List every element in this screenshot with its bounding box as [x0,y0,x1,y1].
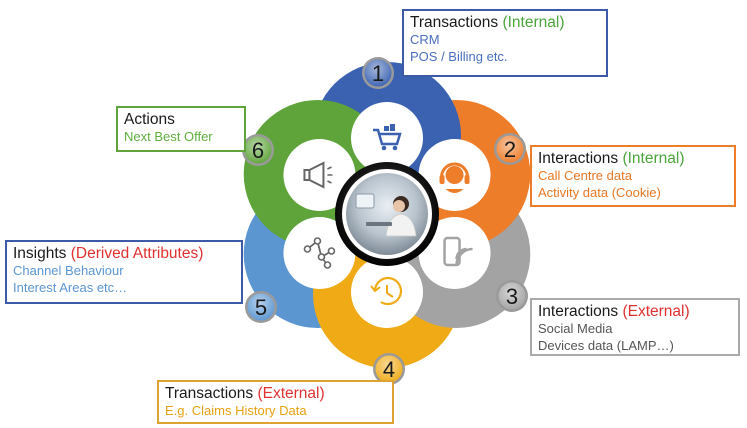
callout-interactions-internal: Interactions (Internal) Call Centre data… [530,145,736,207]
callout-line: E.g. Claims History Data [165,403,307,419]
callout-line: Interest Areas etc… [13,279,128,295]
callout-line: Call Centre data [538,168,632,184]
callout-interactions-external: Interactions (External) Social Media Dev… [530,298,740,356]
number-badge-2: 2 [494,133,526,165]
network-nodes-icon [303,237,336,269]
badge-number: 4 [383,357,395,382]
badge-number: 2 [504,137,516,162]
callout-line: Next Best Offer [124,129,213,145]
callout-line: CRM [410,32,440,48]
mobile-wifi-icon [443,236,473,267]
number-badge-5: 5 [245,291,277,323]
badge-number: 5 [255,295,267,320]
number-badge-3: 3 [496,280,528,312]
megaphone-icon [303,161,333,189]
callout-title: Actions [124,111,175,128]
shopping-cart-icon [373,124,402,151]
callout-title: Interactions (Internal) [538,150,685,167]
badge-number: 1 [372,61,384,86]
center-hub [335,162,439,266]
inner-circle-3 [418,217,491,289]
person-at-computer-photo [355,193,417,237]
callout-insights-derived: Insights (Derived Attributes) Channel Be… [5,240,243,304]
callout-transactions-external: Transactions (External) E.g. Claims Hist… [157,380,394,424]
number-badge-1: 1 [362,57,394,89]
center-photo [346,173,428,255]
inner-circle-1 [351,102,423,174]
badge-number: 3 [506,284,518,309]
callout-transactions-internal: Transactions (Internal) CRM POS / Billin… [402,9,608,77]
callout-title: Transactions (External) [165,385,325,402]
history-clock-icon [370,276,402,306]
number-badge-4: 4 [373,353,405,385]
number-badge-6: 6 [242,134,274,166]
headset-icon [439,162,470,193]
inner-circle-6 [283,139,356,211]
callout-title: Insights (Derived Attributes) [13,245,204,262]
callout-actions: Actions Next Best Offer [116,106,246,152]
callout-line: Activity data (Cookie) [538,184,661,200]
callout-line: POS / Billing etc. [410,48,508,64]
callout-line: Channel Behaviour [13,263,124,279]
callout-line: Social Media [538,321,613,337]
callout-title: Transactions (Internal) [410,14,565,31]
callout-line: Devices data (LAMP…) [538,337,674,353]
inner-circle-5 [283,217,356,289]
badge-number: 6 [252,138,264,163]
callout-title: Interactions (External) [538,303,690,320]
